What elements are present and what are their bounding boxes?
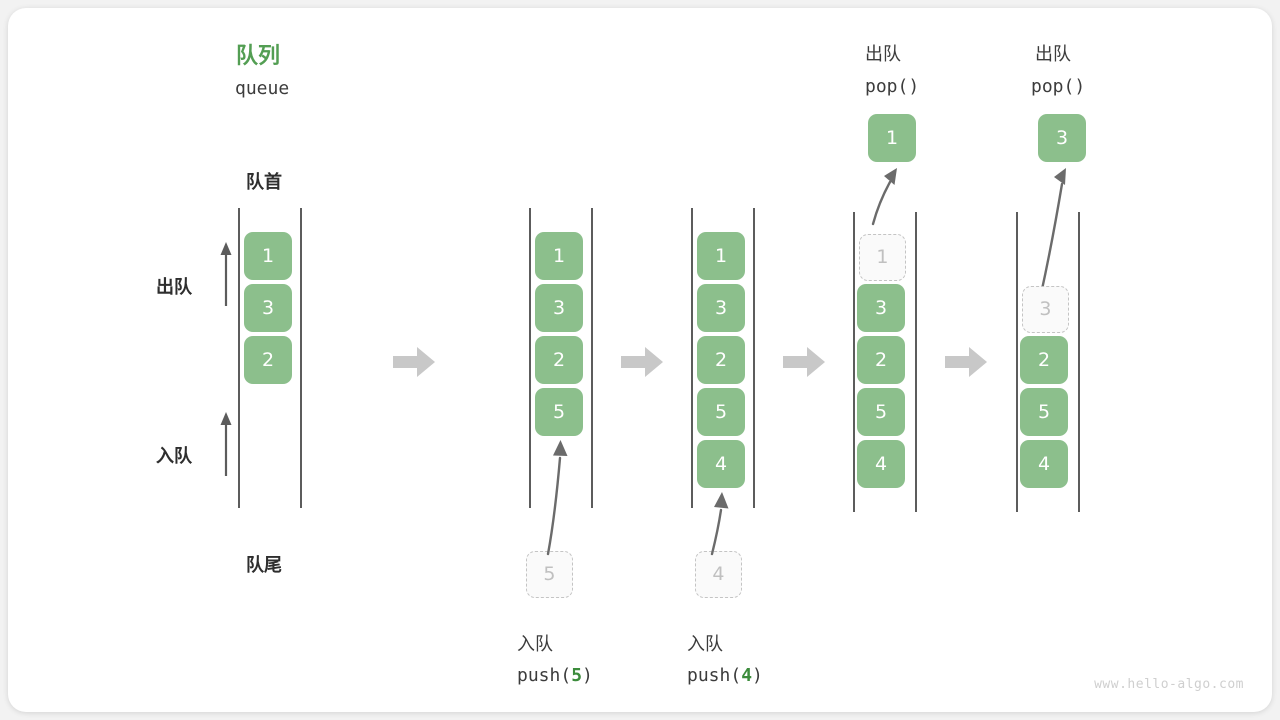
diagram-title-cn: 队列 (236, 44, 281, 69)
queue-element: 5 (857, 388, 905, 436)
ghost-element: 5 (526, 551, 573, 598)
push-caption-code: push(4) (687, 665, 763, 686)
ghost-element: 1 (859, 234, 906, 281)
pop-header-code: pop() (865, 76, 920, 97)
rail-right (753, 208, 755, 508)
diagram-title-en: queue (235, 78, 290, 99)
queue-element: 2 (1020, 336, 1068, 384)
step-arrow-1-icon (393, 347, 435, 377)
ghost-element: 3 (1022, 286, 1069, 333)
front-label: 队首 (246, 172, 282, 193)
queue-element: 5 (1020, 388, 1068, 436)
queue-element: 5 (697, 388, 745, 436)
queue-element: 3 (697, 284, 745, 332)
rail-left (529, 208, 531, 508)
queue-element: 4 (857, 440, 905, 488)
push-caption-value: 5 (571, 665, 583, 686)
queue-element: 4 (697, 440, 745, 488)
rail-right (591, 208, 593, 508)
dequeue-arrow-icon (220, 242, 232, 306)
dequeue-side-label: 出队 (156, 277, 192, 298)
enqueue-arrow-icon (220, 412, 232, 476)
pop-header-cn: 出队 (865, 44, 901, 65)
push-arrow-icon (710, 492, 729, 556)
step-arrow-4-icon (945, 347, 987, 377)
pop-arrow-icon (1039, 168, 1066, 296)
queue-element: 2 (697, 336, 745, 384)
step-arrow-3-icon (783, 347, 825, 377)
push-caption-cn: 入队 (687, 634, 723, 655)
push-caption-value: 4 (741, 665, 753, 686)
queue-element: 3 (535, 284, 583, 332)
rail-left (1016, 212, 1018, 512)
push-caption-suffix: ) (752, 665, 763, 686)
ghost-element: 4 (695, 551, 742, 598)
push-caption-cn: 入队 (517, 634, 553, 655)
queue-element: 1 (697, 232, 745, 280)
queue-element: 4 (1020, 440, 1068, 488)
queue-element: 5 (535, 388, 583, 436)
rear-label: 队尾 (246, 555, 282, 576)
queue-element: 3 (857, 284, 905, 332)
rail-right (1078, 212, 1080, 512)
enqueue-side-label: 入队 (156, 446, 192, 467)
rail-left (238, 208, 240, 508)
rail-right (915, 212, 917, 512)
push-arrow-icon (546, 440, 568, 556)
pop-header-code: pop() (1031, 76, 1086, 97)
rail-right (300, 208, 302, 508)
popped-element: 1 (868, 114, 916, 162)
push-caption-suffix: ) (582, 665, 593, 686)
diagram-card: 队列 queue 队首 队尾 出队 入队 1 3 2 (8, 8, 1272, 712)
watermark: www.hello-algo.com (1094, 677, 1244, 692)
push-caption-prefix: push( (687, 665, 742, 686)
queue-element: 1 (244, 232, 292, 280)
queue-element: 3 (244, 284, 292, 332)
step-arrow-2-icon (621, 347, 663, 377)
rail-left (691, 208, 693, 508)
push-caption-prefix: push( (517, 665, 572, 686)
push-caption-code: push(5) (517, 665, 593, 686)
queue-element: 2 (857, 336, 905, 384)
queue-element: 2 (244, 336, 292, 384)
pop-header-cn: 出队 (1035, 44, 1071, 65)
queue-element: 2 (535, 336, 583, 384)
rail-left (853, 212, 855, 512)
popped-element: 3 (1038, 114, 1086, 162)
pop-arrow-icon (871, 168, 897, 226)
queue-element: 1 (535, 232, 583, 280)
